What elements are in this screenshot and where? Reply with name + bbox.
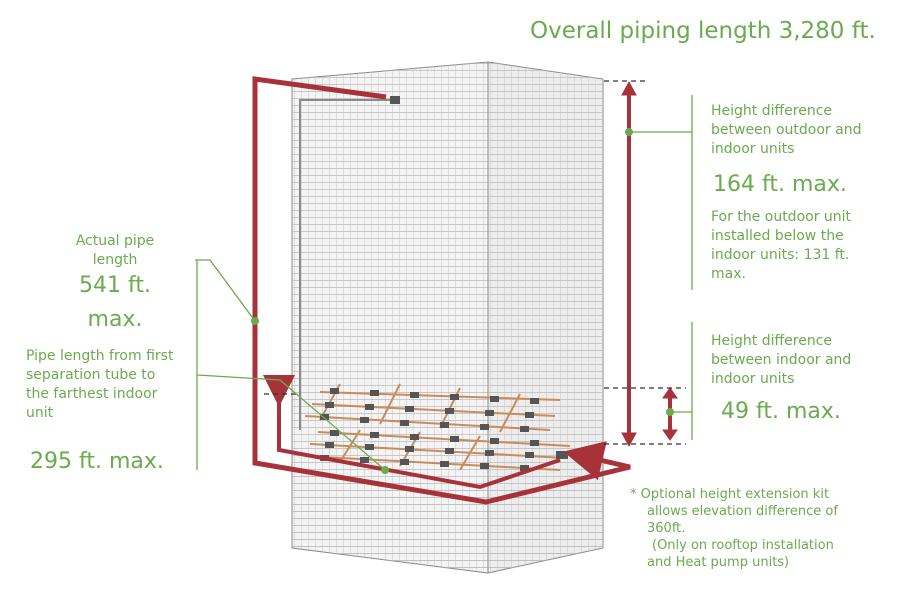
- indoor-units-lower-floor: [304, 429, 571, 471]
- actual-pipe-length-value-2: max.: [87, 307, 143, 332]
- separation-pipe-length-value: 295 ft. max.: [30, 449, 164, 474]
- height-arrow-outdoor-indoor: [621, 80, 637, 448]
- leader-lines: [195, 95, 693, 471]
- indoor-units-upper-boxes: [320, 388, 539, 432]
- separation-pipe-length-label: Pipe length from first separation tube t…: [26, 348, 174, 421]
- height-indoor-indoor-value: 49 ft. max.: [721, 399, 841, 424]
- outdoor-unit-top: [299, 96, 400, 430]
- footnote-line-1: * Optional height extension kit: [630, 487, 830, 502]
- footnote-line-3: 360ft.: [647, 521, 686, 536]
- footnote-line-5: and Heat pump units): [647, 555, 790, 570]
- indoor-units-lower-boxes: [320, 430, 568, 471]
- reference-dashes: [264, 80, 686, 445]
- main-pipe-route: [252, 76, 631, 505]
- footnote: * Optional height extension kit allows e…: [630, 486, 892, 571]
- height-outdoor-indoor-label: Height difference between outdoor and in…: [711, 103, 862, 157]
- actual-pipe-length-value-1: 541 ft.: [79, 273, 151, 298]
- height-indoor-indoor-label: Height difference between indoor and ind…: [711, 333, 852, 387]
- footnote-line-2: allows elevation difference of: [647, 504, 838, 519]
- leader-dots: [251, 128, 674, 474]
- overall-piping-length-label: Overall piping length 3,280 ft.: [530, 18, 876, 44]
- height-outdoor-indoor-value: 164 ft. max.: [713, 172, 847, 197]
- actual-pipe-length-label: Actual pipe length: [75, 233, 155, 268]
- footnote-line-4: (Only on rooftop installation: [652, 538, 834, 553]
- height-outdoor-indoor-note: For the outdoor unit installed below the…: [711, 209, 852, 282]
